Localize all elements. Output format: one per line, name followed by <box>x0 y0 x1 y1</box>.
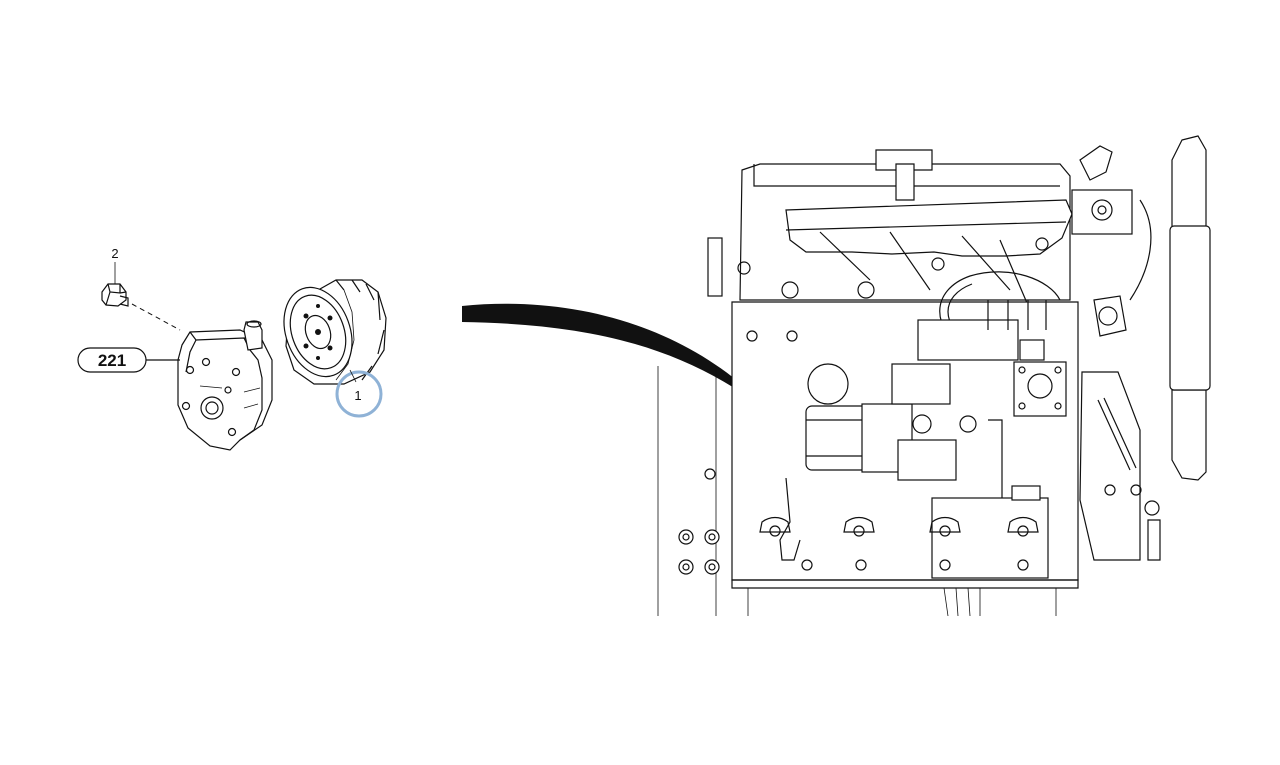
callout-number-2[interactable]: 2 <box>111 246 118 261</box>
callout-highlight-circle[interactable] <box>335 370 383 418</box>
callout-number-1[interactable]: 1 <box>354 388 361 403</box>
engine-view <box>657 135 1211 617</box>
location-arrow <box>462 303 778 420</box>
reference-label[interactable]: 221 <box>77 347 180 373</box>
reference-label-text: 221 <box>98 351 126 370</box>
drain-plug <box>101 262 181 331</box>
oil-filter <box>283 279 387 385</box>
oil-filter-head-assembly <box>177 320 273 451</box>
